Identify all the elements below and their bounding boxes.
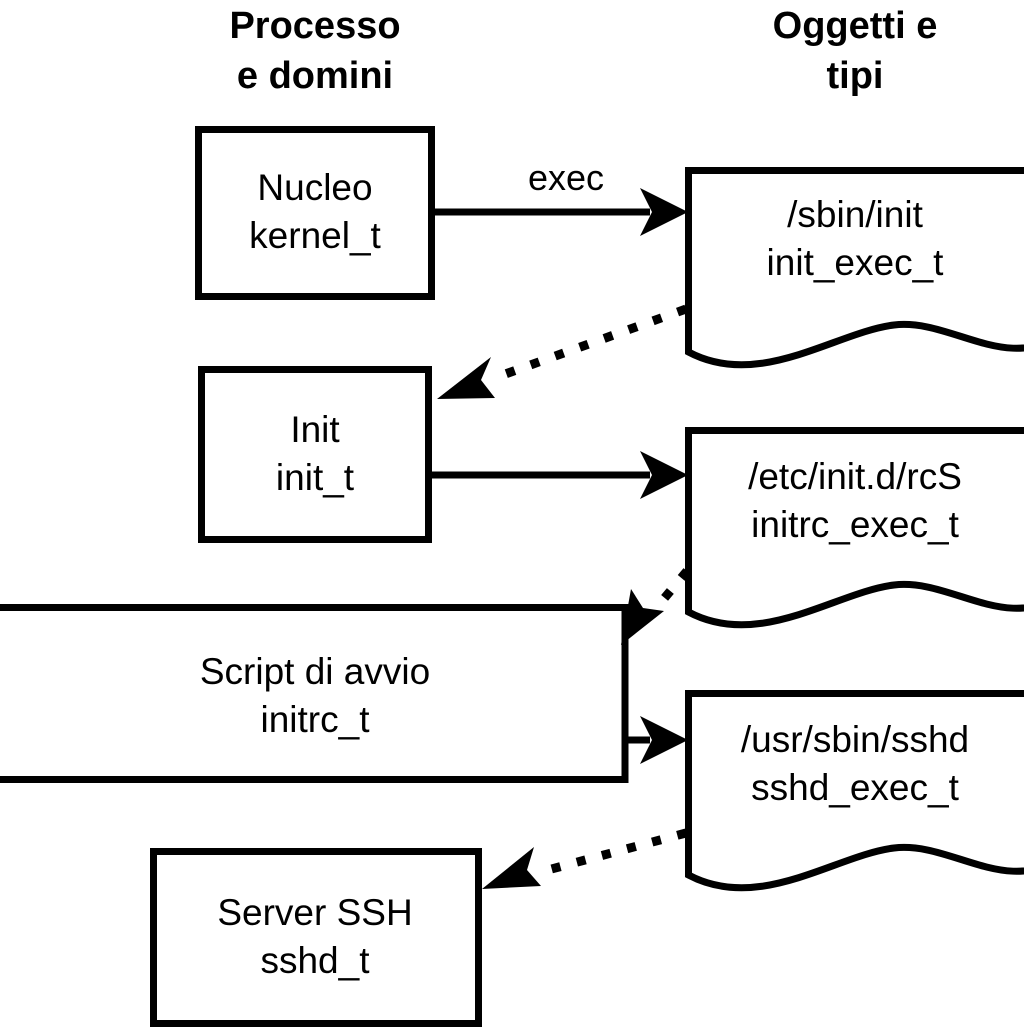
process-node-init-box (198, 366, 432, 543)
process-node-init[interactable]: Init init_t (198, 366, 432, 543)
edge-sshd-exec-transition-sshd (482, 828, 688, 889)
edge-init-exec-transition-init (437, 304, 688, 399)
edge-init-exec-initrc-exec (429, 451, 688, 499)
process-node-init-line1: Init (290, 409, 340, 450)
process-node-initrc-line2: initrc_t (261, 699, 371, 740)
edge-label-exec: exec (528, 157, 604, 198)
object-node-init-exec-line1: /sbin/init (787, 194, 923, 235)
edge-init-exec-transition-init-arrowhead (437, 357, 495, 399)
object-node-sshd-exec[interactable]: /usr/sbin/sshd sshd_exec_t (685, 690, 1024, 892)
column-header-processes-line1: Processo (229, 5, 400, 47)
process-node-kernel[interactable]: Nucleo kernel_t (195, 126, 435, 300)
edge-initrc-exec-sshd-exec-arrowhead (640, 716, 688, 764)
object-node-sshd-exec-line1: /usr/sbin/sshd (741, 719, 969, 760)
edge-kernel-exec-init-exec-arrowhead (640, 188, 688, 236)
edge-init-exec-initrc-exec-arrowhead (640, 451, 688, 499)
object-node-initrc-exec-line2: initrc_exec_t (751, 504, 959, 545)
object-node-sshd-exec-line2: sshd_exec_t (751, 767, 959, 808)
column-header-objects-line2: tipi (827, 55, 884, 97)
edge-initrc-exec-transition-initrc (621, 568, 691, 645)
object-node-init-exec-document (685, 167, 1024, 369)
process-node-kernel-line1: Nucleo (257, 167, 372, 208)
edge-initrc-exec-transition-initrc-line (653, 568, 691, 610)
object-node-init-exec-line2: init_exec_t (767, 242, 945, 283)
process-node-kernel-line2: kernel_t (249, 215, 381, 256)
edge-initrc-exec-sshd-exec (625, 716, 688, 764)
edge-kernel-exec-init-exec: exec (432, 157, 688, 236)
object-node-sshd-exec-document (685, 690, 1024, 892)
column-header-objects-line1: Oggetti e (773, 5, 938, 47)
process-node-sshd-line1: Server SSH (217, 892, 412, 933)
object-node-init-exec[interactable]: /sbin/init init_exec_t (685, 167, 1024, 369)
process-node-kernel-box (195, 126, 435, 300)
process-node-initrc-box (0, 604, 629, 783)
object-node-initrc-exec[interactable]: /etc/init.d/rcS initrc_exec_t (685, 427, 1024, 629)
object-node-initrc-exec-line1: /etc/init.d/rcS (748, 456, 962, 497)
column-header-processes-line2: e domini (237, 55, 393, 97)
process-node-sshd[interactable]: Server SSH sshd_t (150, 848, 482, 1027)
process-node-sshd-box (150, 848, 482, 1027)
process-node-initrc-line1: Script di avvio (200, 651, 430, 692)
edge-sshd-exec-transition-sshd-arrowhead (482, 847, 541, 889)
edge-initrc-exec-transition-initrc-arrowhead (621, 589, 664, 645)
process-node-sshd-line2: sshd_t (260, 940, 370, 981)
object-node-initrc-exec-document (685, 427, 1024, 629)
process-node-init-line2: init_t (276, 457, 355, 498)
process-node-initrc[interactable]: Script di avvio initrc_t (0, 604, 629, 783)
edge-init-exec-transition-init-line (495, 304, 688, 382)
